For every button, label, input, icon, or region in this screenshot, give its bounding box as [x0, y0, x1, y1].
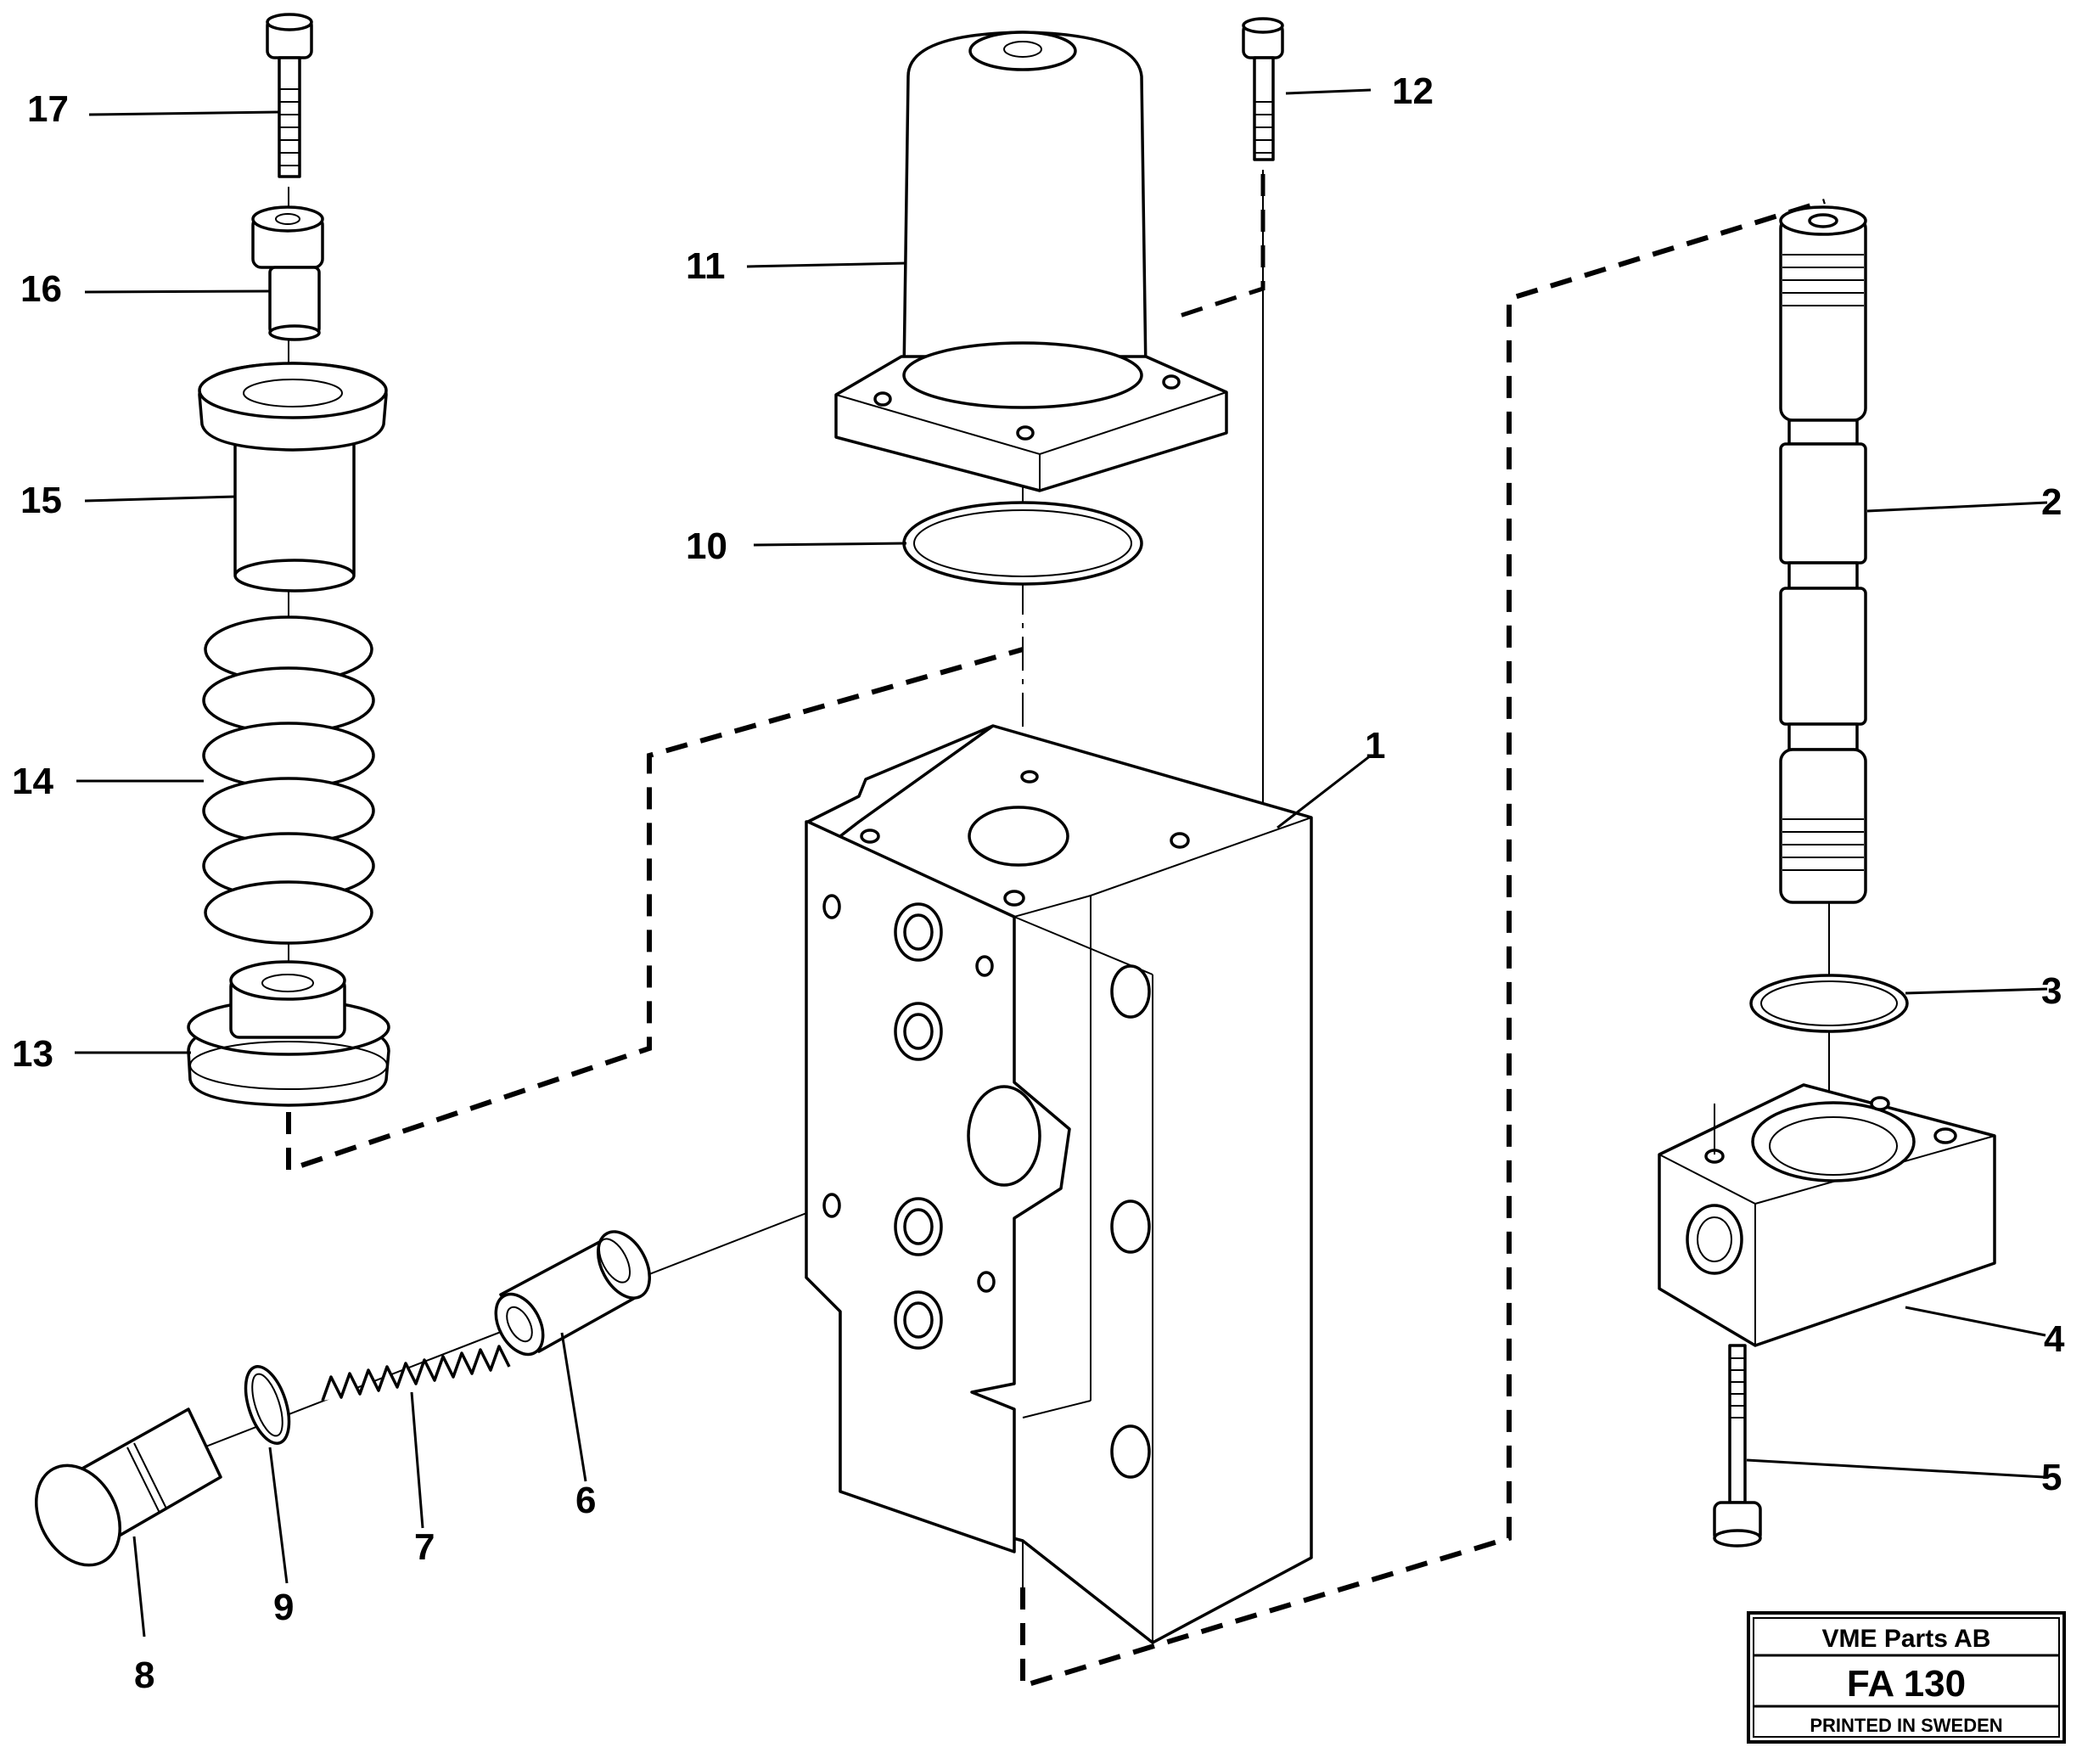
callout-3: 3: [2041, 970, 2062, 1012]
callout-15: 15: [20, 480, 62, 521]
callout-13: 13: [12, 1033, 53, 1075]
callout-10: 10: [686, 525, 727, 567]
callout-14: 14: [12, 761, 53, 802]
callout-2: 2: [2041, 481, 2062, 523]
valve-body: [805, 724, 1313, 1644]
callout-7: 7: [414, 1526, 435, 1568]
leader-lines: [75, 88, 2048, 1638]
stamp-company: VME Parts AB: [1822, 1625, 1991, 1653]
screw-17: [266, 13, 313, 178]
callout-9: 9: [273, 1587, 294, 1628]
callout-8: 8: [134, 1654, 154, 1696]
callout-labels: 1 2 3 4 5 6 7 8 9 10 11 12 13 14 15 16 1…: [12, 70, 2065, 1696]
plug-8: [34, 1407, 222, 1567]
callout-6: 6: [575, 1480, 596, 1521]
sleeve-6: [494, 1230, 652, 1357]
dashed-link-1-to-2: [1020, 199, 1826, 1690]
dashed-link-13-to-1: [286, 647, 1024, 1174]
bushing-16: [251, 205, 324, 341]
o-ring-3: [1749, 974, 1909, 1033]
callout-11: 11: [686, 245, 726, 287]
callout-1: 1: [1365, 725, 1385, 767]
o-ring-10: [902, 501, 1143, 586]
mounting-block: [1658, 1083, 1996, 1347]
o-ring-9: [244, 1365, 291, 1445]
callout-5: 5: [2041, 1457, 2062, 1498]
spring-cup-15: [198, 362, 388, 593]
callout-17: 17: [27, 88, 69, 130]
parts-stamp: VME Parts AB FA 130 PRINTED IN SWEDEN: [1747, 1611, 2066, 1744]
callout-16: 16: [20, 268, 62, 310]
spring-7: [321, 1345, 511, 1402]
screw-5: [1713, 1344, 1762, 1548]
stamp-code: FA 130: [1847, 1663, 1966, 1705]
spring-14: [202, 615, 375, 945]
callout-12: 12: [1392, 70, 1434, 112]
piston-housing: [834, 31, 1228, 492]
stamp-printed: PRINTED IN SWEDEN: [1810, 1715, 2002, 1736]
spring-seat-13: [187, 960, 390, 1107]
screw-12: [1179, 17, 1284, 318]
spool-stem: [1779, 205, 1867, 904]
callout-4: 4: [2044, 1318, 2065, 1360]
